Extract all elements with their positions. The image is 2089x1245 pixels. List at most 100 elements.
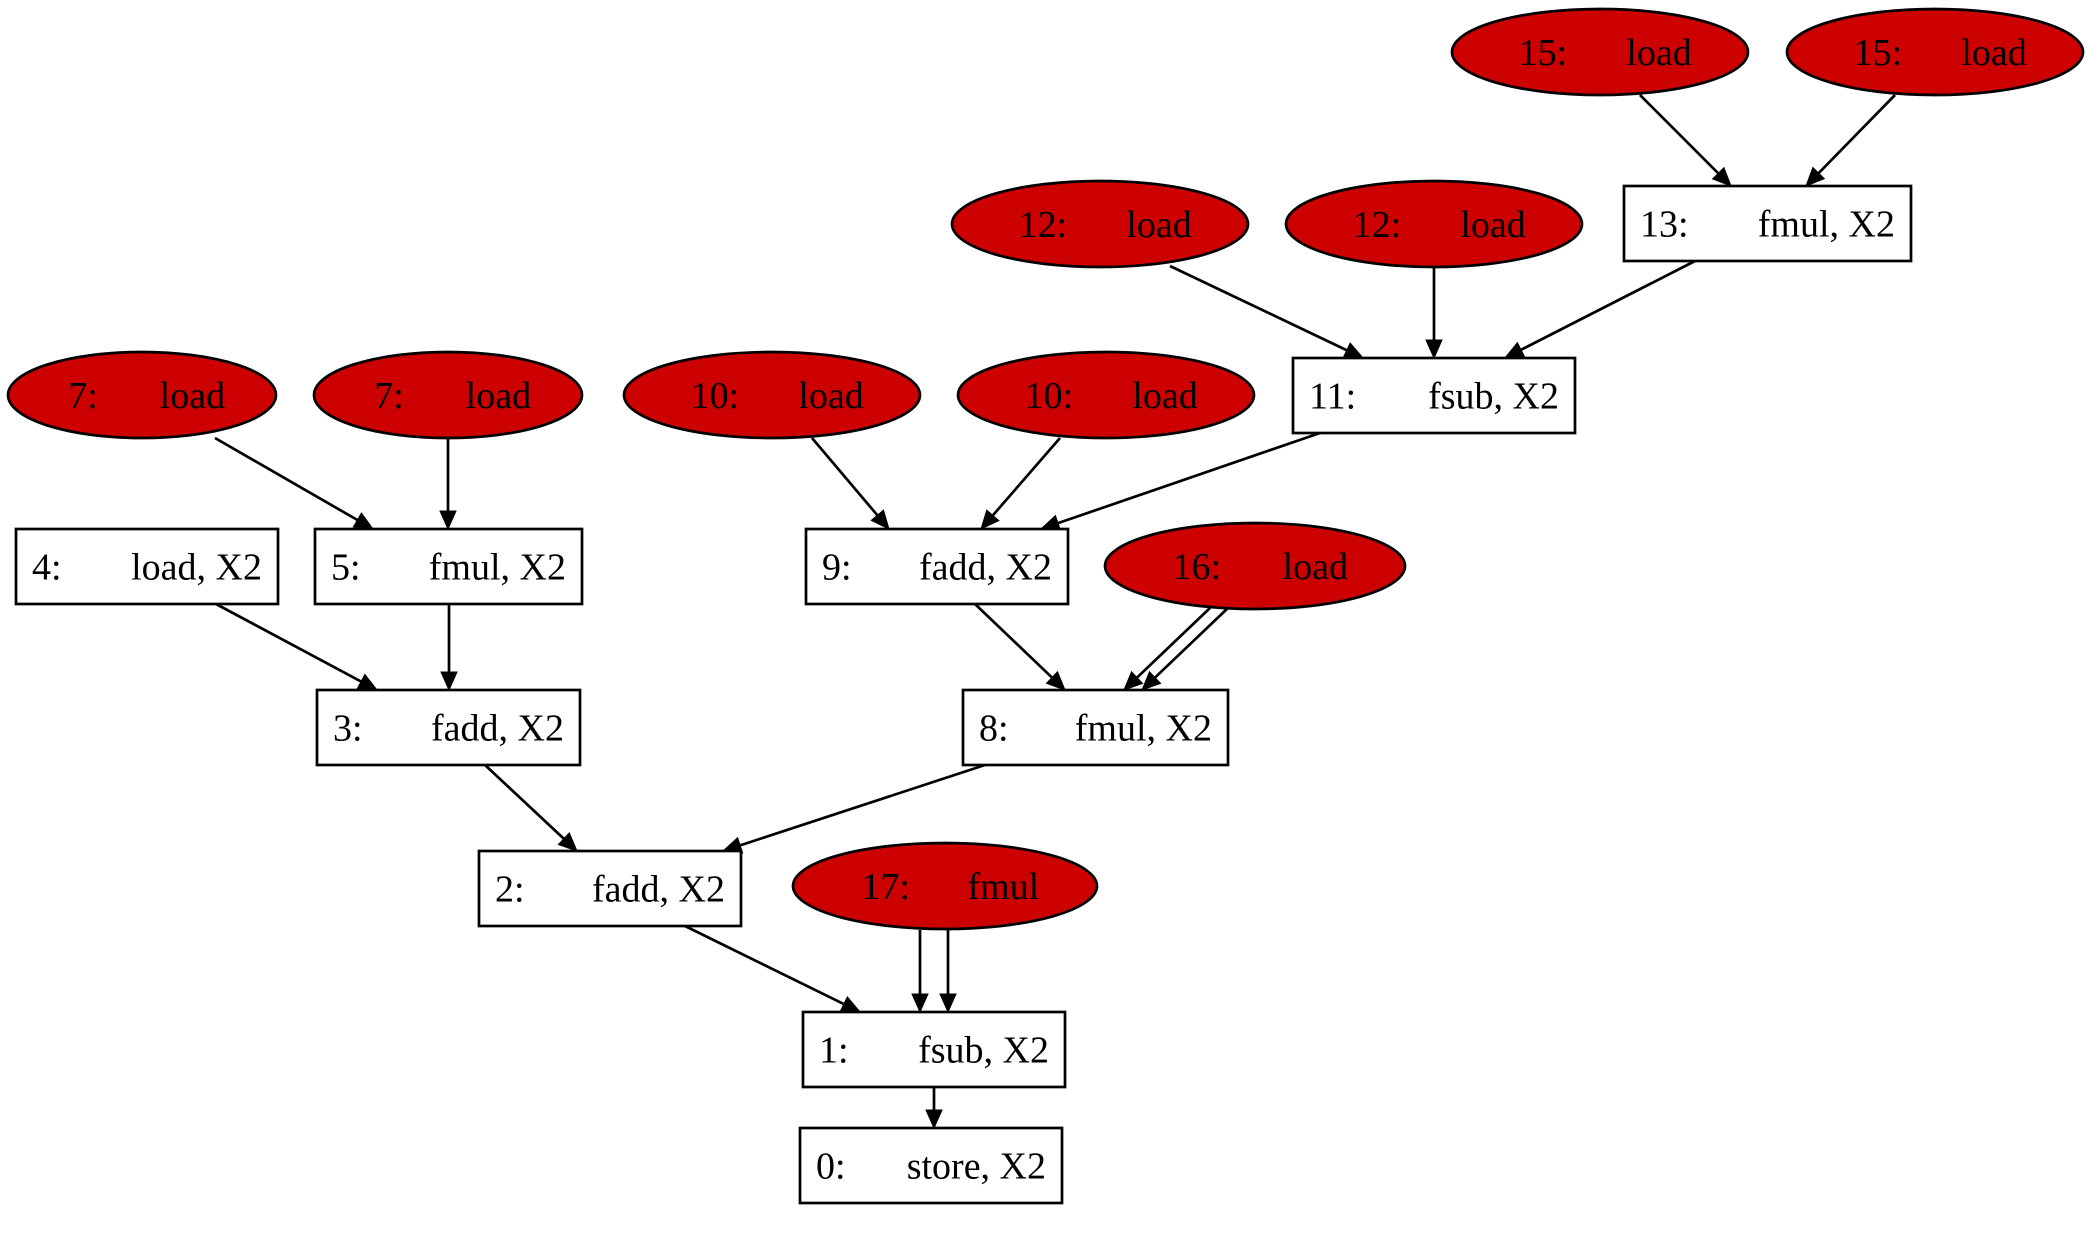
node-number: 12: [1353,204,1402,246]
edge-n15a-to-n13 [1639,94,1732,187]
node-number: 0: [816,1146,846,1188]
node-n7a: 7: load [6,350,278,440]
node-number: 17: [861,866,910,908]
node-op: load [1961,32,2026,74]
edge-n16-to-n8 [1141,607,1229,691]
arrowhead [356,673,379,691]
node-number: 15: [1854,32,1903,74]
edge-n8-to-n2 [721,763,986,854]
edge-line [739,763,986,847]
edge-line [215,602,362,683]
node-oval [1450,7,1750,97]
node-oval [1785,7,2085,97]
node-op: fsub, X2 [1428,376,1559,418]
node-op: load [798,375,863,417]
edge-n2-to-n1 [684,924,862,1013]
edge-line [810,437,879,517]
node-n12b: 12: load [1284,179,1584,269]
node-n0: 0: store, X2 [798,1126,1064,1205]
arrowhead [1342,342,1365,359]
edge-n12a-to-n11 [1169,264,1365,359]
node-box [1291,356,1577,435]
edge-n12b-to-n11 [1425,267,1443,360]
node-n7b: 7:load [312,350,584,440]
node-n8: 8:fmul, X2 [961,688,1230,767]
edge-n10b-to-n9 [980,437,1062,530]
edge-line [1817,94,1896,175]
arrowhead [440,671,458,692]
edge-n13-to-n11 [1503,259,1696,359]
arrowhead [1425,339,1443,360]
edge-n17-to-n1 [939,930,957,1014]
node-box [1622,184,1913,263]
node-number: 9: [822,547,852,589]
arrowhead [1711,166,1732,187]
node-oval [1103,521,1407,611]
node-op: fsub, X2 [918,1030,1049,1072]
node-oval [950,179,1250,269]
node-number: 8: [979,708,1009,750]
node-op: store, X2 [907,1146,1046,1188]
arrowhead [439,510,457,531]
edge-line [1154,607,1229,679]
edge-line [214,436,359,522]
node-op: load [1132,375,1197,417]
node-op: fadd, X2 [431,708,564,750]
node-op: load [1460,204,1525,246]
node-oval [6,350,278,440]
node-n5: 5: fmul, X2 [313,527,584,606]
node-n17: 17: fmul [791,841,1099,931]
node-number: 11: [1309,376,1356,418]
arrowhead [870,509,890,530]
node-box [313,527,584,606]
node-n1: 1:fsub, X2 [801,1010,1067,1089]
node-n4: 4:load, X2 [14,527,280,606]
node-op: load [1283,546,1348,588]
node-number: 4: [32,547,62,589]
edge-n9-to-n8 [974,603,1066,691]
arrowhead [839,995,862,1013]
node-n12a: 12: load [950,179,1250,269]
node-number: 16: [1173,546,1222,588]
node-number: 3: [333,708,363,750]
arrowhead [1045,670,1066,691]
node-op: fadd, X2 [592,869,725,911]
edge-n10a-to-n9 [810,437,890,530]
node-number: 2: [495,869,525,911]
node-oval [1284,179,1584,269]
edge-line [1520,259,1696,352]
node-box [315,688,582,767]
node-box [804,527,1070,606]
node-op: load [160,375,225,417]
node-number: 13: [1640,204,1689,246]
node-op: fmul, X2 [429,547,566,589]
node-number: 12: [1019,204,1068,246]
node-op: fmul [967,866,1039,908]
edge-n7a-to-n5 [214,436,375,530]
node-n15a: 15:load [1450,7,1750,97]
edge-n11-to-n9 [1039,431,1321,532]
node-op: load [466,375,531,417]
node-number: 7: [68,375,98,417]
arrowhead [980,509,1000,530]
node-oval [791,841,1099,931]
node-oval [312,350,584,440]
node-box [961,688,1230,767]
edge-n17-to-n1 [911,930,929,1014]
node-n11: 11: fsub, X2 [1291,356,1577,435]
edges-layer [214,94,1896,1130]
node-op: fadd, X2 [919,547,1052,589]
edge-line [1639,94,1720,175]
arrowhead [1123,670,1144,691]
edge-line [684,924,845,1006]
edge-line [1136,607,1211,679]
node-n10b: 10:load [956,350,1256,440]
edge-n16-to-n8 [1123,607,1211,691]
node-number: 5: [331,547,361,589]
edge-line [974,603,1053,679]
edge-n4-to-n3 [215,602,379,691]
node-box [14,527,280,606]
node-op: load [1126,204,1191,246]
node-box [477,849,743,928]
